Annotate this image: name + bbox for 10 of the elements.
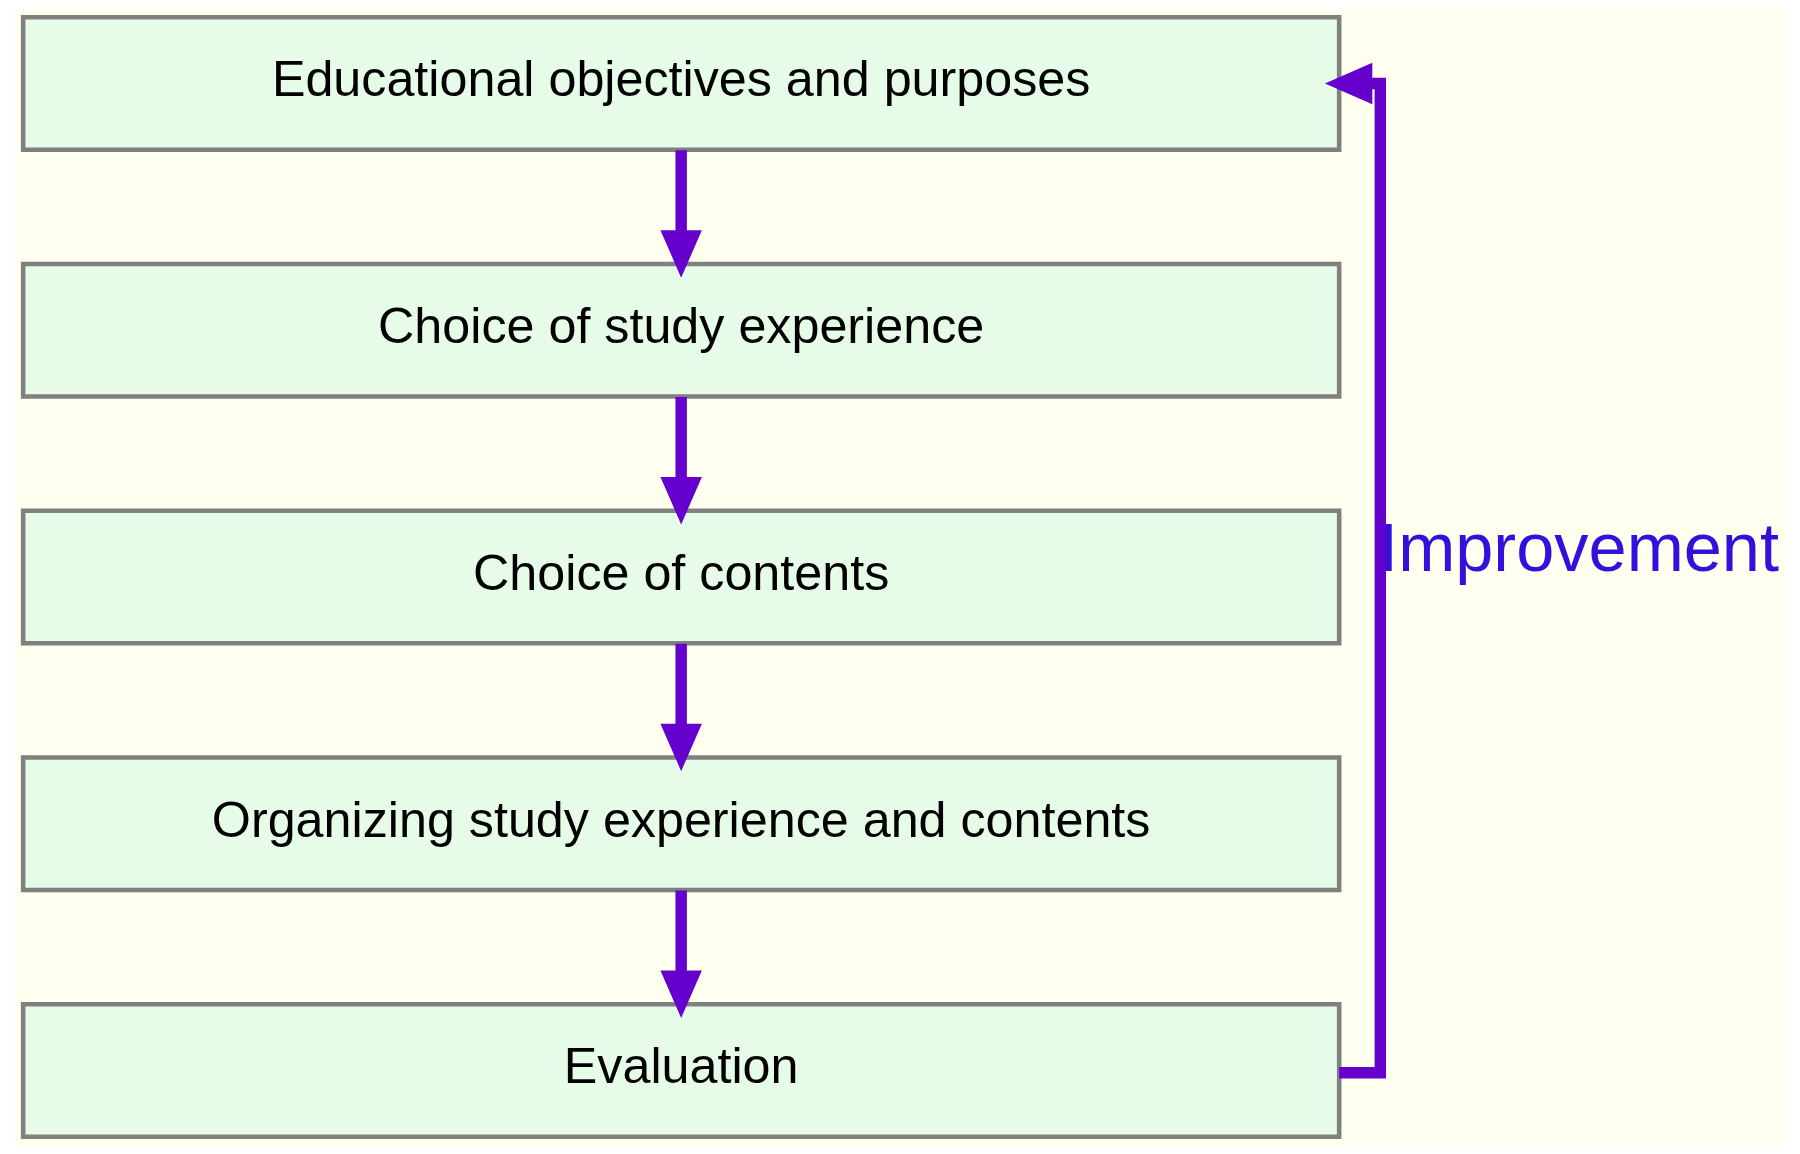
node-box: Evaluation [20,1001,1341,1140]
arrow [659,890,702,1018]
node-box: Choice of study experience [20,261,1341,399]
arrow [659,150,702,278]
arrow [659,643,702,772]
node-box: Educational objectives and purposes [20,14,1341,153]
arrow [659,397,702,525]
arrow [1324,62,1386,1079]
node-box: Organizing study experience and contents [20,755,1341,893]
node-box: Choice of contents [20,508,1341,646]
